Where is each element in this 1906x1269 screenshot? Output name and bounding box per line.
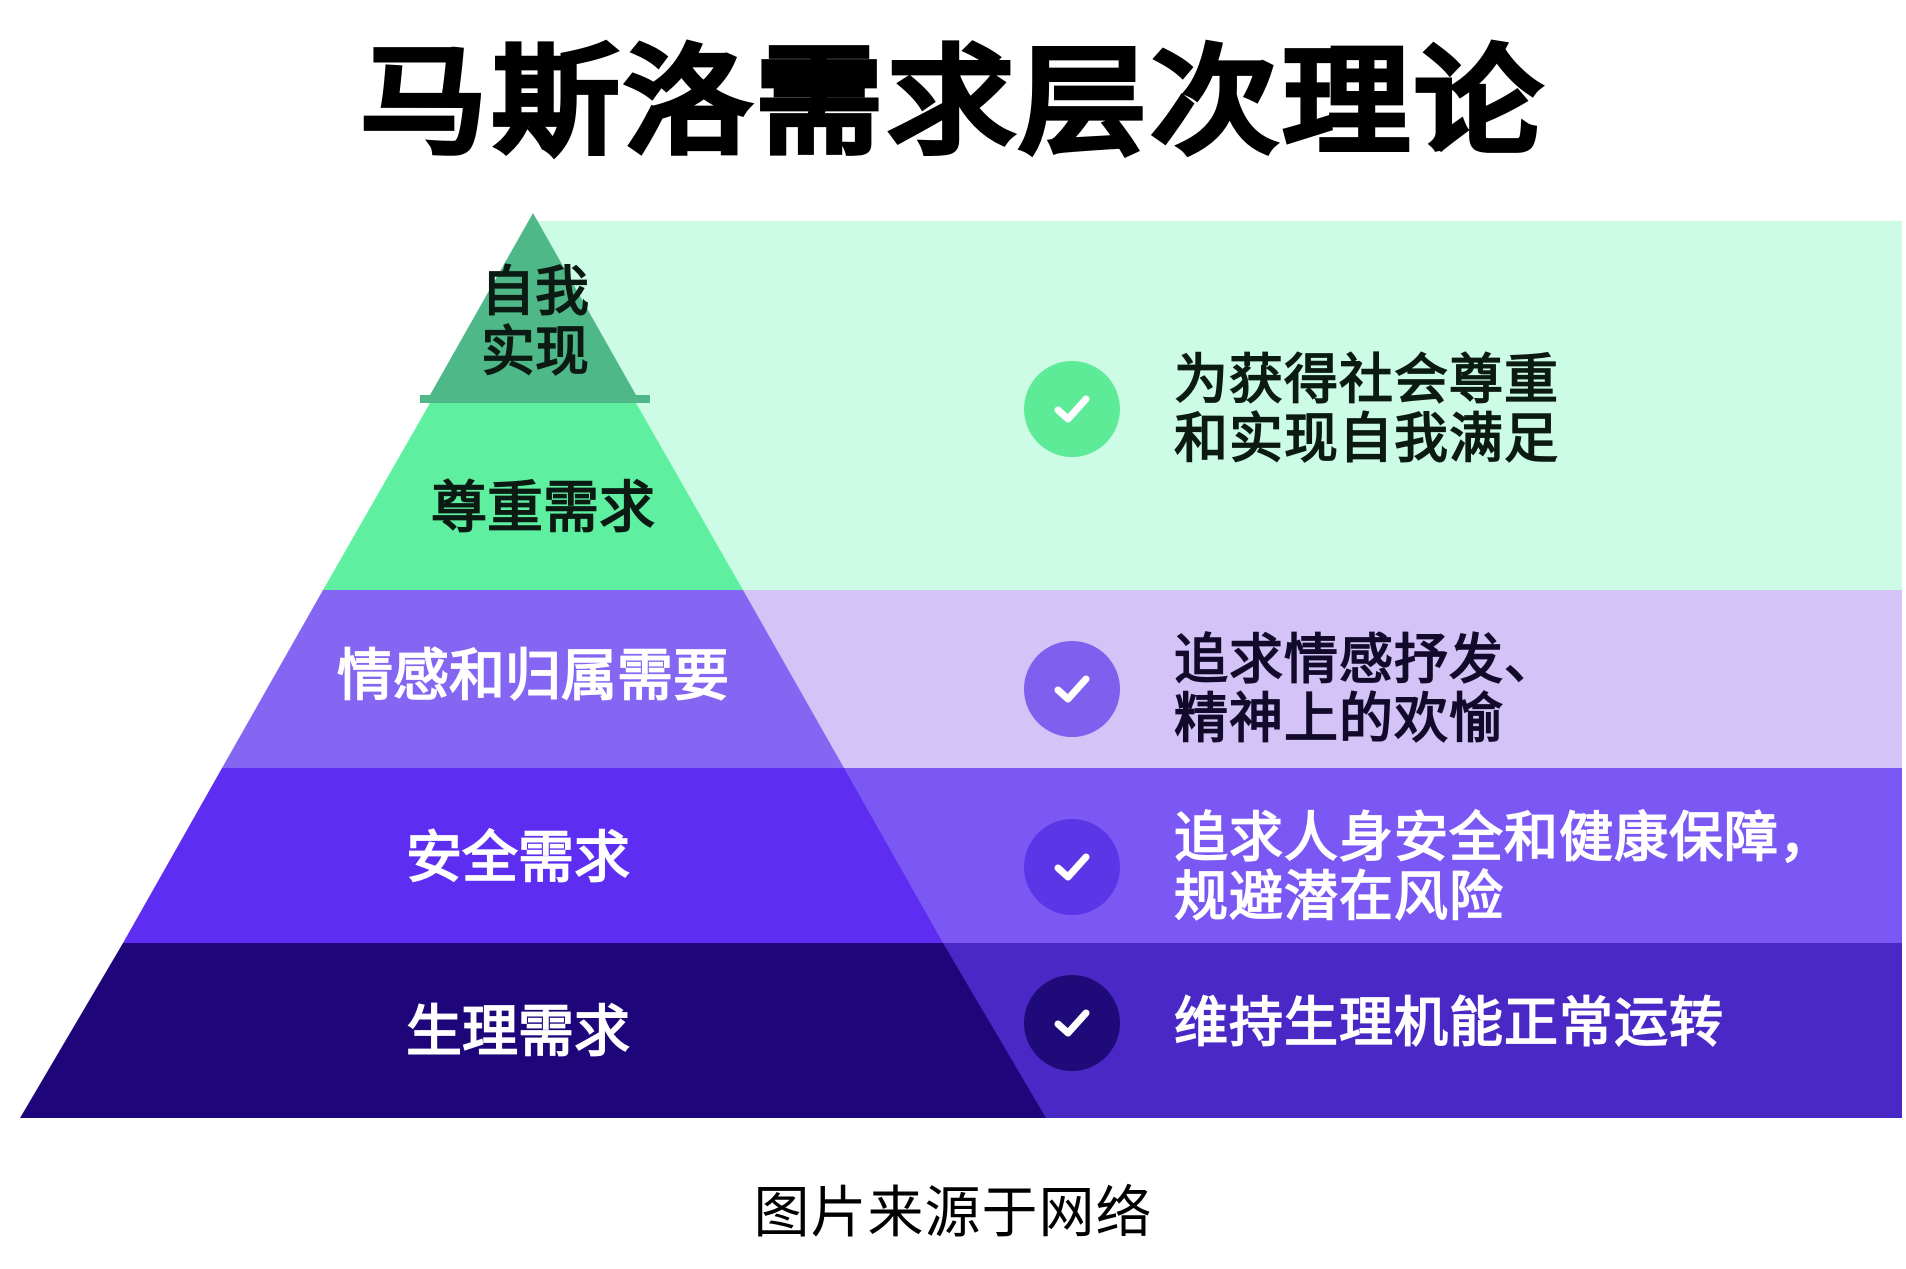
diagram-title: 马斯洛需求层次理论 xyxy=(358,33,1546,171)
check-circle-icon xyxy=(1024,819,1120,916)
band-belonging xyxy=(700,590,1902,768)
tier-belonging xyxy=(222,590,844,768)
tier-self-actualization xyxy=(430,213,636,395)
tier-label-self-actualization: 自我 实现 xyxy=(470,260,600,384)
description-belonging: 追求情感抒发、 精神上的欢愉 xyxy=(1024,630,1559,749)
tier-label-line: 自我 xyxy=(481,260,589,323)
band-esteem-self-actualization xyxy=(533,221,1902,590)
tier-physiological xyxy=(20,943,1046,1118)
tier-safety xyxy=(123,768,943,943)
description-esteem: 为获得社会尊重 和实现自我满足 xyxy=(1024,350,1559,469)
image-source-caption: 图片来源于网络 xyxy=(753,1181,1153,1246)
description-text: 为获得社会尊重 和实现自我满足 xyxy=(1174,348,1559,471)
tier-divider xyxy=(420,395,650,403)
tier-esteem xyxy=(323,403,743,590)
check-circle-icon xyxy=(1024,975,1120,1071)
tier-label-physiological: 生理需求 xyxy=(406,1000,630,1065)
check-circle-icon xyxy=(1024,361,1120,458)
tier-label-esteem: 尊重需求 xyxy=(431,476,655,541)
tier-label-belonging: 情感和归属需要 xyxy=(337,644,729,709)
description-text: 追求人身安全和健康保障， 规避潜在风险 xyxy=(1174,806,1834,929)
description-physiological: 维持生理机能正常运转 xyxy=(1024,975,1724,1071)
check-circle-icon xyxy=(1024,641,1120,738)
description-text: 追求情感抒发、 精神上的欢愉 xyxy=(1174,628,1559,751)
tier-label-line: 实现 xyxy=(481,320,589,384)
tier-label-safety: 安全需求 xyxy=(406,826,630,891)
description-text: 维持生理机能正常运转 xyxy=(1174,991,1724,1055)
description-safety: 追求人身安全和健康保障， 规避潜在风险 xyxy=(1024,808,1834,927)
